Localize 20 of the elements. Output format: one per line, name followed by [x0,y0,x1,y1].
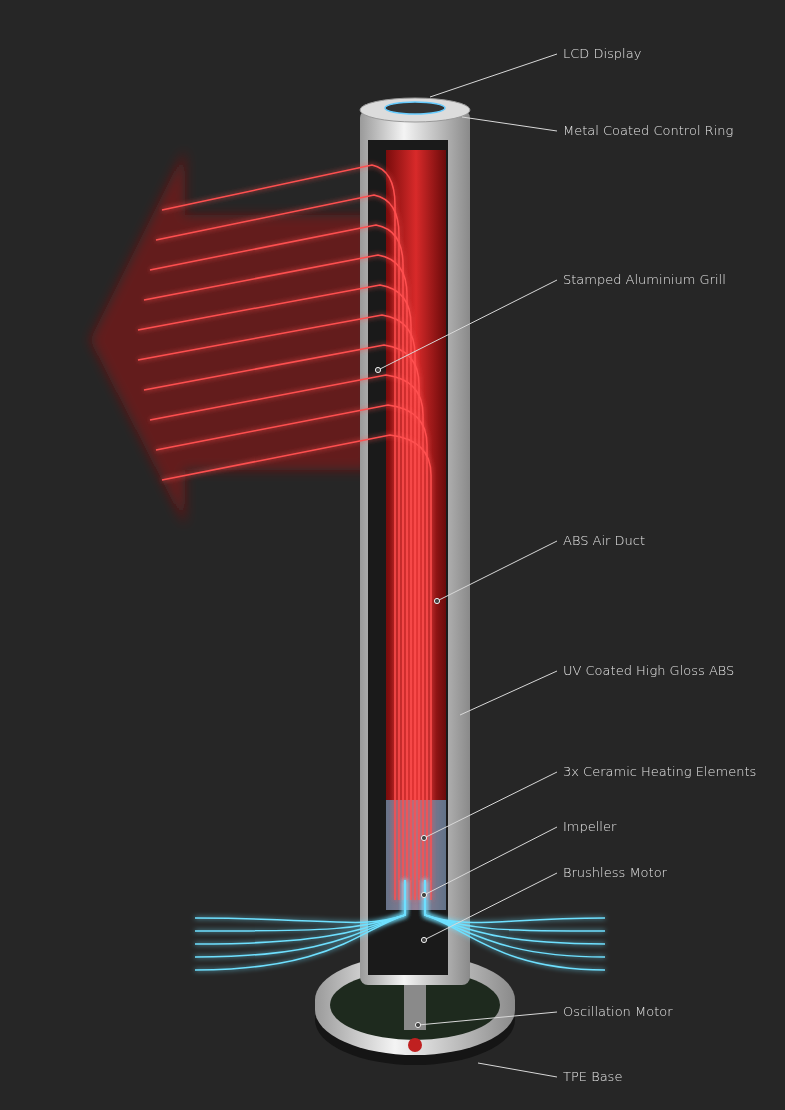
leader-line [461,116,558,132]
part-label: LCD Display [563,45,642,63]
part-label: Oscillation Motor [563,1003,673,1021]
part-label: Metal Coated Control Ring [563,122,734,140]
leader-line [374,279,558,374]
leader-line [420,826,558,899]
part-label: UV Coated High Gloss ABS [563,662,735,680]
leader-line [459,670,558,716]
part-label: Brushless Motor [563,864,667,882]
part-label: ABS Air Duct [563,532,646,550]
leader-line [429,53,558,98]
part-label: Impeller [563,818,617,836]
leader-line [414,1011,558,1029]
part-label: TPE Base [563,1068,623,1086]
leader-line [420,771,558,842]
part-label: 3x Ceramic Heating Elements [563,763,757,781]
leader-line [433,540,558,605]
leader-line [477,1062,558,1078]
leader-line [420,872,558,944]
part-label: Stamped Aluminium Grill [563,271,726,289]
